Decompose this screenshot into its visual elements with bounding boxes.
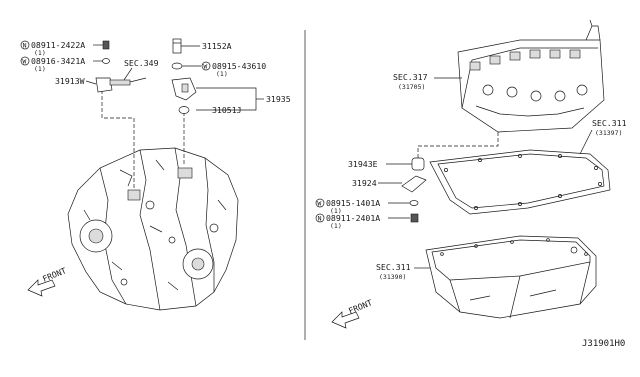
callout-sec-311-pan: SEC.311 (31390) (376, 262, 430, 281)
bolt-c-qty: (1) (330, 222, 342, 230)
filter-seal-icon (411, 157, 425, 171)
sec-311-pan-ref: (31390) (379, 273, 406, 281)
bolt-a-qty: (1) (34, 49, 46, 57)
bolt-31152a-icon (172, 38, 182, 54)
callout-washer-08916-3421a: W 08916-3421A (1) (20, 56, 110, 73)
callout-bolt-08911-2422a: N 08911-2422A (1) (20, 40, 110, 57)
svg-text:N: N (318, 214, 322, 222)
bolt-c-code: 08911-2401A (326, 213, 380, 223)
leader-31913w (101, 90, 135, 190)
callout-washer-08915-43610: W 08915-43610 (1) (171, 61, 266, 78)
front-arrow-icon-right (331, 311, 360, 329)
front-arrow-right: FRONT (331, 297, 374, 329)
solenoid-mount (177, 167, 193, 179)
callout-sec-317: SEC.317 (31705) (393, 72, 462, 91)
bolt-a-icon (102, 40, 110, 50)
oil-pan (425, 235, 597, 319)
washer-c-icon (409, 200, 419, 206)
oil-strainer-icon (401, 175, 427, 193)
oil-pan-gasket (429, 149, 611, 215)
sensor-mount (127, 189, 141, 201)
control-valve-assembly (457, 19, 605, 133)
front-label-right: FRONT (347, 297, 374, 316)
o-ring-31051j-icon (178, 106, 190, 114)
callout-bolt-08911-2401a: N 08911-2401A (1) (315, 213, 419, 230)
sec-311-gasket-label: SEC.311 (592, 118, 627, 128)
callout-washer-08915-1401a: W 08915-1401A (1) (315, 198, 419, 215)
callout-31924: 31924 (352, 175, 427, 193)
part-31051j-label: 31051J (212, 105, 242, 115)
washer-c-qty: (1) (330, 207, 342, 215)
callout-sec-311-gasket: SEC.311 (31397) (579, 118, 627, 155)
speed-sensor-icon (109, 79, 131, 86)
diagram-id: J31901H0 (582, 339, 625, 349)
washer-b-code: 08915-43610 (212, 61, 266, 71)
callout-31913w: 31913W (55, 76, 147, 93)
part-31943e-label: 31943E (348, 159, 378, 169)
front-label-left: FRONT (41, 265, 68, 284)
sec-317-label: SEC.317 (393, 72, 428, 82)
callout-31935: 31935 (171, 77, 291, 111)
part-31924-label: 31924 (352, 178, 377, 188)
washer-c-code: 08915-1401A (326, 198, 380, 208)
washer-a-qty: (1) (34, 65, 46, 73)
bolt-c-icon (410, 213, 419, 223)
washer-b-icon (171, 62, 183, 70)
washer-b-qty: (1) (216, 70, 228, 78)
transmission-assembly (67, 147, 239, 311)
sec-349-label: SEC.349 (124, 58, 159, 68)
sec-311-pan-label: SEC.311 (376, 262, 411, 272)
part-31913w-label: 31913W (55, 76, 85, 86)
sec-311-gasket-ref: (31397) (595, 129, 622, 137)
part-31935-label: 31935 (266, 94, 291, 104)
sec-317-ref: (31705) (398, 83, 425, 91)
leader-valve-filter (417, 132, 499, 160)
svg-text:W: W (317, 199, 321, 207)
speed-sensor-bracket-icon (95, 77, 113, 93)
callout-31051j: 31051J (178, 105, 242, 115)
part-31152a-label: 31152A (202, 41, 232, 51)
bolt-a-code: 08911-2422A (31, 40, 85, 50)
washer-a-icon (102, 58, 110, 64)
callout-31152a: 31152A (172, 38, 232, 54)
callout-31943e: 31943E (348, 157, 425, 171)
svg-text:N: N (23, 41, 27, 49)
front-arrow-left: FRONT (27, 265, 68, 297)
svg-text:W: W (203, 62, 207, 70)
svg-text:W: W (22, 57, 26, 65)
washer-a-code: 08916-3421A (31, 56, 85, 66)
front-arrow-icon (27, 279, 56, 297)
